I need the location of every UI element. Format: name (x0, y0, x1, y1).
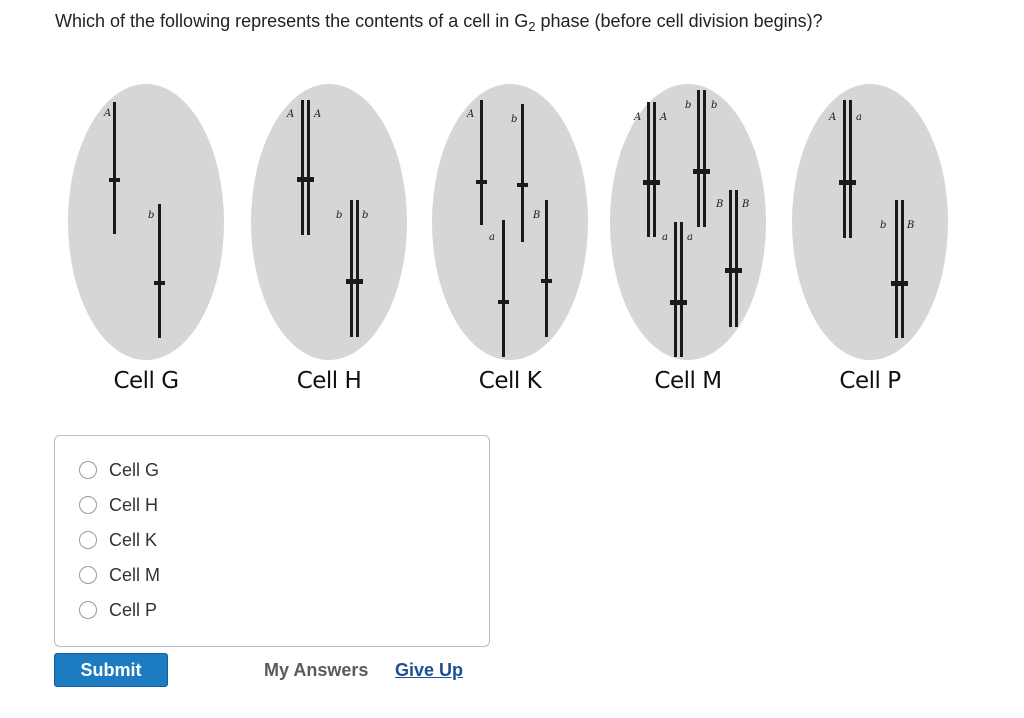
cell-g-chromosome-b (158, 204, 161, 338)
allele-label: B (906, 220, 914, 231)
cells-diagram: A b A A b b (0, 70, 1024, 410)
radio-button[interactable] (79, 566, 97, 584)
option-label: Cell M (109, 565, 160, 586)
cell-k-centromere-b-lower (541, 279, 552, 283)
give-up-link[interactable]: Give Up (395, 660, 463, 681)
allele-label: B (532, 210, 540, 221)
cell-k-membrane (432, 84, 588, 360)
submit-button[interactable]: Submit (54, 653, 168, 687)
cell-k-chromosome-a (480, 100, 483, 225)
cell-h-chromatid-b1 (350, 200, 353, 337)
allele-label: A (313, 109, 321, 120)
cell-m-centromere-a-lower (670, 300, 687, 305)
cell-h-diagram: A A b b (251, 84, 407, 360)
allele-label: B (715, 199, 723, 210)
cells-figure: A b A A b b (0, 70, 1024, 410)
cell-h-chromatid-a1 (301, 100, 304, 235)
allele-label: b (511, 114, 517, 125)
cell-p-chromatid-a1 (843, 100, 846, 238)
cell-g-centromere-b (154, 281, 165, 285)
cell-h-centromere-a (297, 177, 314, 182)
allele-label: a (856, 112, 862, 123)
allele-label: A (286, 109, 294, 120)
allele-label: b (362, 210, 368, 221)
cell-k-label: Cell K (430, 368, 590, 394)
cell-m-membrane (610, 84, 766, 360)
question-suffix: phase (before cell division begins)? (535, 11, 822, 31)
radio-button[interactable] (79, 531, 97, 549)
cell-g-label: Cell G (66, 368, 226, 394)
cell-m-centromere-b-lower (725, 268, 742, 273)
cell-h-label: Cell H (249, 368, 409, 394)
cell-p-membrane (792, 84, 948, 360)
radio-button[interactable] (79, 601, 97, 619)
cell-p-chromatid-a2 (849, 100, 852, 238)
radio-button[interactable] (79, 496, 97, 514)
cell-p-chromatid-b1 (895, 200, 898, 338)
cell-m-chromatid-a2 (653, 102, 656, 237)
option-cell-k[interactable]: Cell K (79, 528, 157, 552)
allele-label: A (828, 112, 836, 123)
cell-p-chromatid-b2 (901, 200, 904, 338)
cell-m-chromatid-a4 (680, 222, 683, 357)
cell-m-chromatid-a3 (674, 222, 677, 357)
allele-label: a (687, 232, 693, 243)
option-label: Cell P (109, 600, 157, 621)
radio-button[interactable] (79, 461, 97, 479)
option-label: Cell G (109, 460, 159, 481)
answer-options: Cell G Cell H Cell K Cell M Cell P (54, 435, 490, 647)
cell-p-centromere-b (891, 281, 908, 286)
option-cell-g[interactable]: Cell G (79, 458, 159, 482)
cell-m-label: Cell M (608, 368, 768, 394)
cell-m-centromere-b (693, 169, 710, 174)
cell-k-chromosome-b (521, 104, 524, 242)
cell-k-centromere-a-lower (498, 300, 509, 304)
allele-label: b (880, 220, 886, 231)
option-label: Cell K (109, 530, 157, 551)
cell-m-chromatid-b3 (729, 190, 732, 327)
allele-label: b (685, 100, 691, 111)
option-cell-m[interactable]: Cell M (79, 563, 160, 587)
cell-g-chromosome-a (113, 102, 116, 234)
cell-g-membrane (68, 84, 224, 360)
option-cell-p[interactable]: Cell P (79, 598, 157, 622)
cell-k-diagram: A b a B (432, 84, 588, 360)
cell-g-centromere-a (109, 178, 120, 182)
my-answers-link[interactable]: My Answers (264, 660, 368, 681)
option-label: Cell H (109, 495, 158, 516)
cell-p-centromere-a (839, 180, 856, 185)
cell-m-chromatid-a1 (647, 102, 650, 237)
allele-label: A (633, 112, 641, 123)
cell-h-membrane (251, 84, 407, 360)
allele-label: b (711, 100, 717, 111)
allele-label: A (103, 108, 111, 119)
cell-m-diagram: A A b b a a B B (610, 84, 766, 360)
cell-g-diagram: A b (68, 84, 224, 360)
allele-label: A (659, 112, 667, 123)
allele-label: A (466, 109, 474, 120)
allele-label: b (336, 210, 342, 221)
allele-label: a (662, 232, 668, 243)
cell-k-chromosome-b-lower (545, 200, 548, 337)
question-prefix: Which of the following represents the co… (55, 11, 528, 31)
option-cell-h[interactable]: Cell H (79, 493, 158, 517)
cell-h-chromatid-a2 (307, 100, 310, 235)
cell-h-centromere-b (346, 279, 363, 284)
allele-label: B (741, 199, 749, 210)
cell-k-centromere-b (517, 183, 528, 187)
cell-h-chromatid-b2 (356, 200, 359, 337)
allele-label: b (148, 210, 154, 221)
cell-k-centromere-a (476, 180, 487, 184)
cell-p-diagram: A a b B (792, 84, 948, 360)
cell-m-chromatid-b2 (703, 90, 706, 227)
cell-p-label: Cell P (790, 368, 950, 394)
cell-m-chromatid-b4 (735, 190, 738, 327)
question-text: Which of the following represents the co… (55, 8, 1015, 40)
cell-k-chromosome-a-lower (502, 220, 505, 357)
allele-label: a (489, 232, 495, 243)
cell-m-chromatid-b1 (697, 90, 700, 227)
cell-m-centromere-a (643, 180, 660, 185)
